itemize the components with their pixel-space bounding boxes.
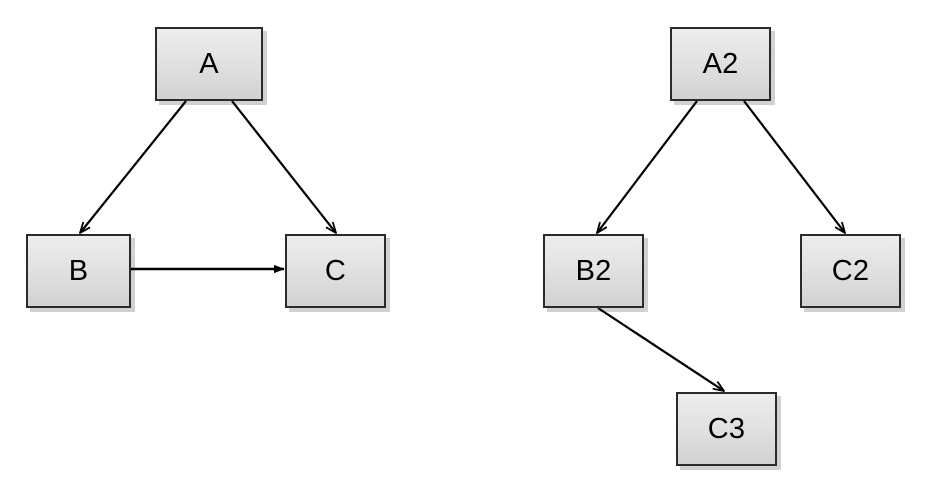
node-b[interactable]: B [26,234,131,308]
node-b2[interactable]: B2 [543,234,644,308]
edge-b2-to-c3 [597,307,725,392]
edge-a-to-c [231,100,337,234]
edge-a-to-b [79,100,187,234]
node-c3[interactable]: C3 [676,392,777,466]
node-label-a2: A2 [702,47,739,80]
node-label-b: B [68,254,89,287]
node-label-c: C [324,254,347,287]
node-c[interactable]: C [285,234,386,308]
node-a[interactable]: A [155,27,263,101]
node-label-b2: B2 [575,254,612,287]
node-label-a: A [199,47,219,80]
edge-a2-to-c2 [743,100,846,234]
edges-group [79,100,846,392]
node-label-c3: C3 [707,412,746,445]
node-a2[interactable]: A2 [670,27,771,101]
edge-a2-to-b2 [596,100,698,234]
node-c2[interactable]: C2 [800,234,901,308]
node-label-c2: C2 [831,254,870,287]
